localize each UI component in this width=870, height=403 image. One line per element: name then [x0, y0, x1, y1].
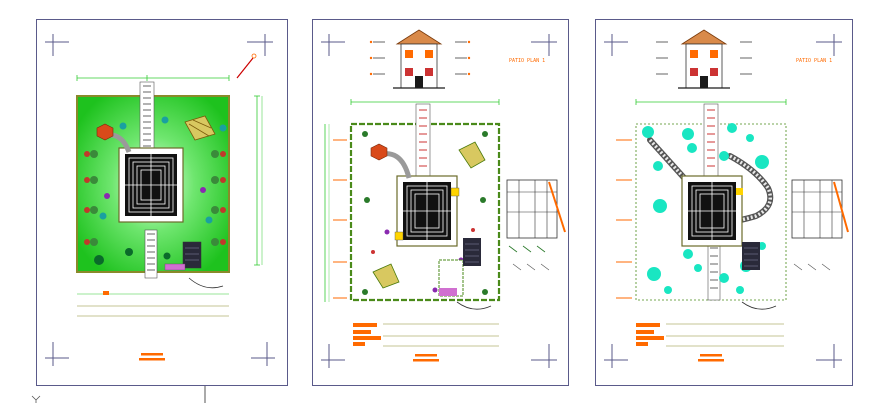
house-elevation	[393, 29, 445, 89]
ornamental-tree	[370, 143, 388, 161]
sheet-label: PATIO PLAN 1	[509, 58, 545, 64]
grid-markers	[616, 139, 632, 299]
dimension-top	[350, 99, 500, 105]
drawing-sheet-2: PATIO PLAN 1	[312, 19, 569, 386]
trees	[84, 116, 227, 265]
entry-walkway	[703, 103, 721, 301]
sheet-label: PATIO PLAN 1	[796, 58, 832, 64]
parking-area	[463, 238, 481, 266]
pergola	[184, 115, 216, 141]
house-elevation	[678, 29, 730, 89]
grid-markers	[333, 139, 347, 299]
corner-marks	[604, 34, 842, 368]
title-block	[353, 323, 499, 362]
dimension-top	[635, 99, 787, 105]
level-dots	[369, 40, 471, 76]
level-marks	[656, 41, 752, 75]
section-cut	[741, 301, 777, 310]
central-paving	[394, 175, 460, 247]
section-cut	[456, 301, 492, 310]
side-elevation	[506, 179, 566, 271]
dimension-right	[254, 95, 263, 266]
dimension-left	[324, 124, 330, 302]
trees	[642, 123, 769, 294]
dimension-top	[76, 75, 230, 81]
entry-walkway	[415, 103, 431, 185]
level-marks	[373, 41, 467, 75]
site-plan-lawn	[45, 34, 275, 366]
flower-bed	[439, 288, 457, 296]
section-cut	[188, 277, 224, 289]
side-elevation	[791, 179, 849, 271]
parking-area	[164, 241, 202, 271]
site-plan-layout: PATIO PLAN 1	[321, 29, 566, 368]
corner-marks	[45, 34, 275, 366]
central-paving	[118, 147, 184, 223]
drawing-sheet-1	[36, 19, 288, 386]
pergola	[372, 141, 486, 289]
drawing-sheet-3: PATIO PLAN 1	[595, 19, 853, 386]
ornamental-tree	[96, 123, 114, 141]
title-block	[77, 291, 229, 361]
ucs-icon	[31, 395, 41, 403]
site-plan-trees: PATIO PLAN 1	[604, 29, 849, 368]
north-arrow	[236, 53, 257, 79]
entry-walkway	[139, 81, 158, 279]
corner-marks	[321, 34, 557, 368]
parking-area	[742, 242, 760, 270]
title-block	[636, 323, 784, 362]
central-paving	[681, 175, 743, 247]
